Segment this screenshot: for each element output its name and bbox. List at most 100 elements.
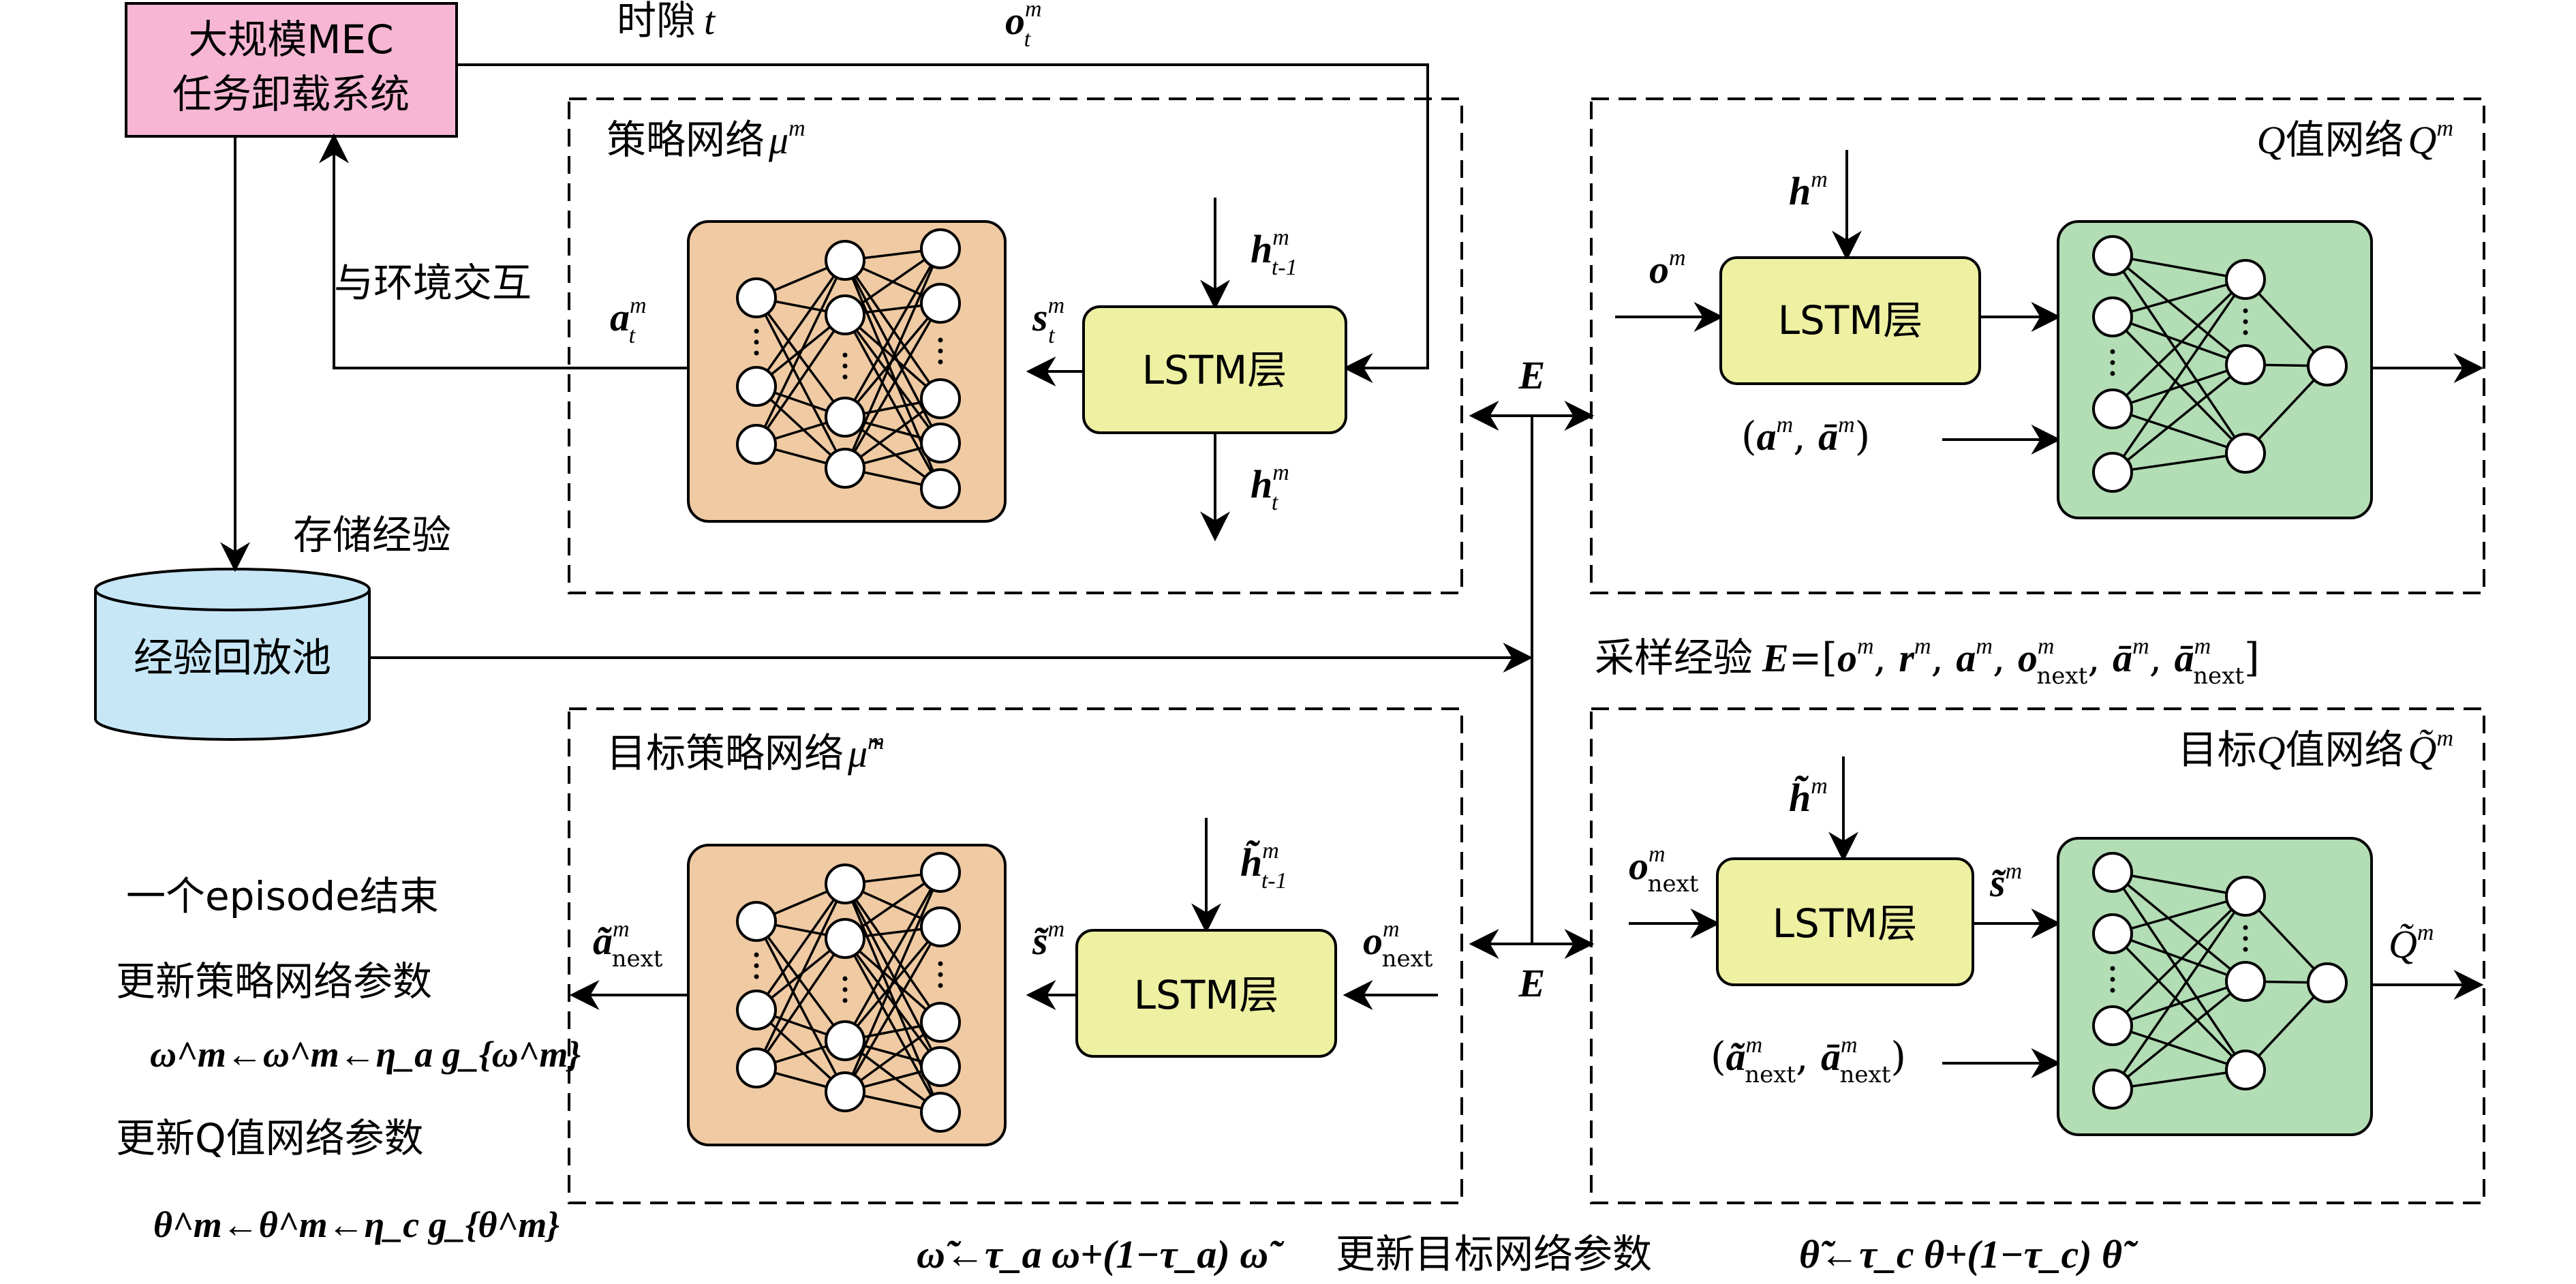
policy-nn [687,220,1007,523]
target-q-lstm-box [1716,857,1974,986]
neuron [2092,852,2133,893]
neuron [825,397,865,438]
neuron [920,468,961,509]
update-policy-formula: ω^m←ω^m←η_a g_{ω^m} [150,1034,581,1075]
neuron [920,378,961,419]
update-q-label: 更新Q值网络参数 [116,1115,424,1161]
neuron [920,1002,961,1043]
neuron [736,1048,777,1088]
target-policy-s-label: s̃m [1032,917,1064,963]
q-o-label: om [1649,245,1686,292]
neuron [2225,344,2266,385]
neuron [920,228,961,269]
neuron [736,990,777,1030]
mec-system-line2: 任务卸载系统 [172,71,410,117]
target-policy-nn [687,844,1007,1146]
q-network-panel [1590,97,2485,594]
neuron [825,918,865,959]
neuron [920,852,961,893]
mec-system-line1: 大规模MEC [188,16,393,63]
neuron [825,1020,865,1061]
neuron [736,901,777,942]
neuron [2092,913,2133,954]
e-label-top: E [1518,353,1546,397]
neuron [825,863,865,904]
target-q-network-panel [1590,707,2485,1204]
target-q-s-label: s̃m [1989,859,2022,905]
replay-pool-cylinder [94,568,371,741]
q-lstm-label: LSTM层 [1778,297,1923,343]
target-policy-network-panel [568,707,1463,1204]
neuron [736,277,777,318]
target-q-nn [2057,837,2373,1136]
target-q-h-label: h̃m [1789,774,1828,820]
episode-end-label: 一个episode结束 [126,873,439,919]
neuron [920,423,961,463]
q-action-pair: (am, ām) [1741,412,1870,459]
policy-lstm-label: LSTM层 [1142,347,1287,393]
target-q-lstm-label: LSTM层 [1773,900,1918,947]
update-q-formula: θ^m←θ^m←η_c g_{θ^m} [153,1204,559,1245]
target-formula-omega: ω̃←τ_a ω+(1−τ_a) ω̃ [917,1232,1285,1277]
neuron [2092,452,2133,493]
neuron [2092,235,2133,276]
target-policy-lstm-label: LSTM层 [1134,972,1279,1018]
policy-network-panel [568,97,1463,594]
neural-networks [687,220,2373,1146]
neuron [825,240,865,281]
target-q-nn-box [2057,837,2373,1136]
neuron [2307,962,2348,1003]
update-policy-label: 更新策略网络参数 [116,958,432,1005]
replay-pool-label: 经验回放池 [134,635,331,681]
update-target-label: 更新目标网络参数 [1336,1231,1652,1277]
e-label-bottom: E [1518,961,1546,1005]
neuron [2092,388,2133,429]
target-formula-theta: θ̃←τ_c θ+(1−τ_c) θ̃ [1799,1232,2138,1277]
neuron [920,906,961,947]
store-experience-label: 存储经验 [293,512,451,558]
q-nn-box [2057,220,2373,519]
neuron [2225,876,2266,917]
neuron [736,424,777,465]
policy-lstm-box [1082,305,1347,434]
interact-env-label: 与环境交互 [334,260,532,306]
q-lstm-box [1719,256,1981,385]
neuron [2225,433,2266,474]
connectors [220,63,2484,1078]
neuron [825,448,865,489]
target-q-out-label: Q̃m [2389,920,2434,966]
q-nn [2057,220,2373,519]
neuron [825,1071,865,1112]
neuron [2225,961,2266,1002]
neuron [2307,346,2348,386]
target-policy-lstm-box [1075,929,1337,1058]
neuron [2225,259,2266,300]
neuron [2092,1069,2133,1110]
neuron [825,294,865,335]
neuron [2225,1050,2266,1090]
mec-system-box [125,2,458,138]
q-h-label: hm [1789,167,1828,213]
neuron [920,1092,961,1133]
neuron [736,366,777,407]
neuron [2092,296,2133,337]
neuron [920,1046,961,1087]
